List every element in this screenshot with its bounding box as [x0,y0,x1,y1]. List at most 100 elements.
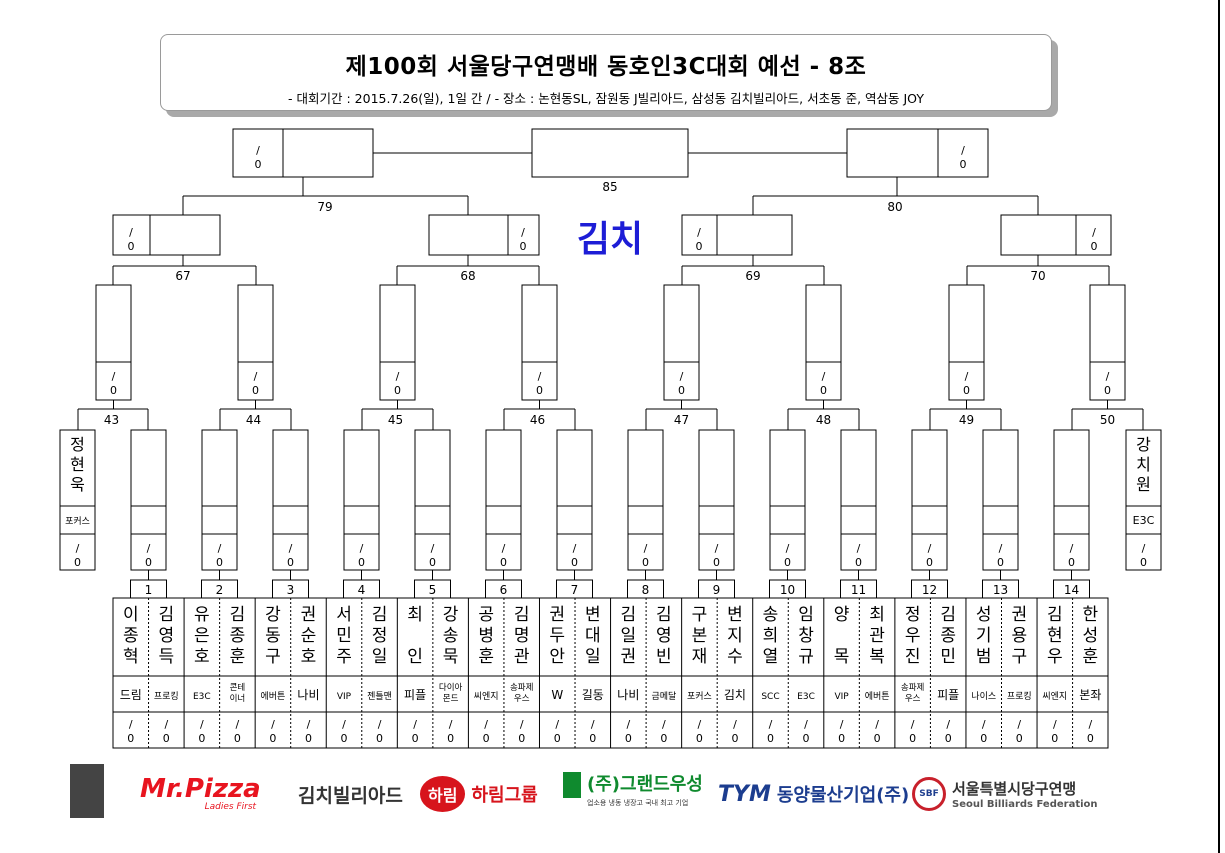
match-number-first-3: 3 [287,583,295,597]
round1-winner-score-12-slash: / [928,542,932,555]
match-number-first-5: 5 [429,583,437,597]
round1-winner-box-11 [840,429,877,571]
group-label: 김치 [576,219,644,260]
player-score-11-1-value: 0 [838,732,845,745]
player-club-14-2: 본좌 [1079,688,1101,702]
round1-winner-score-9-slash: / [715,542,719,555]
player-score-6-2-value: 0 [518,732,525,745]
match-number-49: 49 [959,413,974,427]
match-number-first-7: 7 [571,583,579,597]
match-number-70: 70 [1030,269,1045,283]
bye-box-1 [59,429,96,571]
round1-winner-score-4-value: 0 [358,556,365,569]
match-number-first-9: 9 [713,583,721,597]
player-score-4-2-slash: / [378,718,382,731]
sbf-logo: SBF 서울특별시당구연맹 Seoul Billiards Federation [912,770,1098,818]
round1-winner-score-9-value: 0 [713,556,720,569]
round2-box-4 [521,284,558,401]
round1-winner-score-6-slash: / [502,542,506,555]
quarter-box-2 [428,214,540,256]
page-subtitle: - 대회기간 : 2015.7.26(일), 1일 간 / - 장소 : 논현동… [288,91,924,106]
round1-winner-score-12-value: 0 [926,556,933,569]
quarter-box-4 [1000,214,1112,256]
quarter-box-score-2-slash: / [521,226,525,239]
player-club-2-1: E3C [193,692,211,702]
harim-mark: 하림 [420,776,466,812]
player-score-14-1-slash: / [1053,718,1057,731]
quarter-box-score-4-slash: / [1092,226,1096,239]
player-score-13-2-slash: / [1017,718,1021,731]
bye-player-club-1: 포커스 [65,516,90,527]
player-score-12-1-value: 0 [909,732,916,745]
round2-box-score-6-slash: / [822,370,826,383]
sbf-english-name: Seoul Billiards Federation [952,799,1098,810]
player-club-13-1: 나이스 [971,691,996,702]
player-score-2-1-slash: / [200,718,204,731]
player-score-10-2-value: 0 [803,732,810,745]
kimchi-billiard-text: 김치빌리아드 [298,784,403,807]
player-score-11-1-slash: / [840,718,844,731]
player-score-9-2-value: 0 [731,732,738,745]
tym-mark: TYM [718,781,771,807]
round1-winner-score-3-value: 0 [287,556,294,569]
round1-winner-score-14-value: 0 [1068,556,1075,569]
tym-logo: TYM 동양물산기업(주) [718,770,909,818]
quarter-box-1 [112,214,221,256]
round2-box-8 [1089,284,1126,401]
round1-winner-box-5 [414,429,451,571]
player-score-10-2-slash: / [804,718,808,731]
player-score-11-2-value: 0 [874,732,881,745]
player-score-13-1-value: 0 [980,732,987,745]
match-number-46: 46 [530,413,545,427]
player-score-4-2-value: 0 [376,732,383,745]
player-name-5-1: 최 인 [407,605,423,667]
match-number-69: 69 [745,269,760,283]
player-score-2-2-slash: / [236,718,240,731]
harim-logo: 하림 하림그룹 [420,770,538,818]
round1-winner-score-13-value: 0 [997,556,1004,569]
bye-box-2 [1125,429,1162,571]
round2-box-6 [805,284,842,401]
round2-box-score-4-value: 0 [536,384,543,397]
match-number-first-14: 14 [1064,583,1079,597]
match-number-first-1: 1 [145,583,153,597]
semi-box-right [846,128,989,178]
grand-mark-icon [563,772,581,798]
round2-box-score-4-slash: / [538,370,542,383]
player-score-3-1-slash: / [271,718,275,731]
player-score-3-1-value: 0 [269,732,276,745]
match-number-43: 43 [104,413,119,427]
player-score-9-2-slash: / [733,718,737,731]
match-number-first-2: 2 [216,583,224,597]
round1-winner-score-6-value: 0 [500,556,507,569]
round1-winner-box-14 [1053,429,1090,571]
player-score-6-2-slash: / [520,718,524,731]
match-number-67: 67 [175,269,190,283]
player-score-5-1-slash: / [413,718,417,731]
round1-winner-box-3 [272,429,309,571]
round2-box-3 [379,284,416,401]
player-club-7-1: W [551,688,563,702]
round1-winner-score-8-value: 0 [642,556,649,569]
round2-box-score-3-value: 0 [394,384,401,397]
match-number-50: 50 [1100,413,1115,427]
match-number-first-8: 8 [642,583,650,597]
player-club-9-1: 포커스 [687,691,712,702]
player-club-12-2: 피플 [937,688,959,702]
player-score-7-2-value: 0 [589,732,596,745]
round2-box-score-2-value: 0 [252,384,259,397]
title-box: 제100회 서울당구연맹배 동호인3C대회 예선 - 8조 - 대회기간 : 2… [160,34,1052,111]
round1-winner-box-4 [343,429,380,571]
round1-winner-score-11-slash: / [857,542,861,555]
